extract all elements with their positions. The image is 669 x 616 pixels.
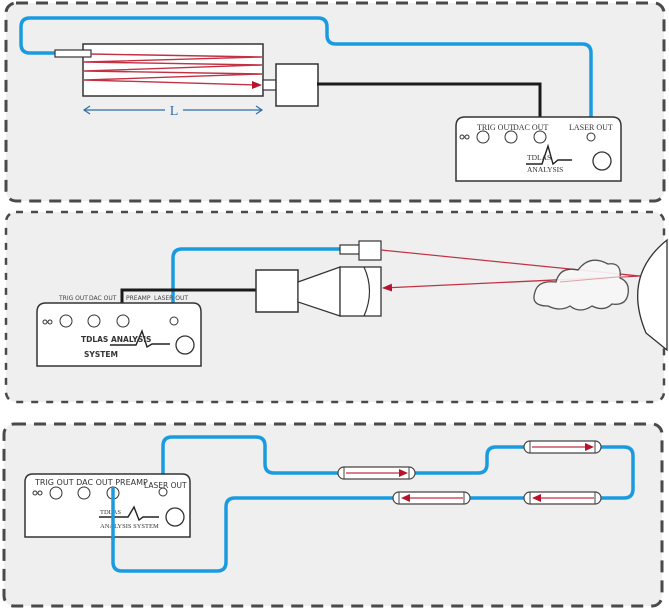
cell-window — [262, 79, 278, 91]
indicator-led — [464, 134, 470, 140]
gas-cell-1 — [337, 466, 416, 480]
power-knob[interactable] — [175, 335, 195, 355]
port-label-laser-out: LASER OUT — [154, 295, 188, 302]
tdlas-analyzer: TRIG OUT DAC OUT PREAMP LASER OUT TDLAS … — [24, 473, 191, 538]
beam-arrow-icon — [532, 494, 541, 502]
dac-out-port[interactable] — [504, 130, 518, 144]
dac-out-port[interactable] — [87, 314, 101, 328]
port-label-laser-out: LASER OUT — [144, 481, 187, 490]
gas-cell-3 — [523, 491, 602, 505]
dac-out-connector-port[interactable] — [533, 130, 547, 144]
indicator-led — [47, 319, 53, 325]
port-label-trig-out: TRIG OUT — [477, 123, 514, 132]
port-label-dac-out: DAC OUT — [89, 295, 117, 302]
indicator-led — [32, 490, 38, 496]
panel-open-path: TRIG OUT DAC OUT PREAMP LASER OUT TDLAS … — [4, 210, 668, 404]
dac-out-port[interactable] — [77, 486, 91, 500]
preamp-port[interactable] — [116, 314, 130, 328]
signal-waveform-icon — [110, 328, 170, 349]
fiber-cable — [161, 435, 338, 492]
detector-box — [255, 269, 299, 313]
brand-line-2: SYSTEM — [84, 350, 118, 359]
signal-waveform-icon — [99, 505, 159, 522]
signal-waveform-icon — [526, 143, 572, 166]
indicator-led — [42, 319, 48, 325]
telescope-lens-housing — [339, 266, 382, 317]
panel-multipass-cell: L TRIG OUT DAC OUT LASER OUT TDLAS ANALY… — [4, 1, 666, 203]
transmitter-head — [358, 240, 382, 261]
port-label-trig-dac-preamp: TRIG OUT DAC OUT PREAMP — [34, 478, 148, 487]
beam-arrow-icon — [399, 469, 408, 477]
brand-line-2: ANALYSIS — [527, 165, 563, 174]
port-label-preamp: PREAMP — [126, 295, 151, 302]
trig-out-port[interactable] — [59, 314, 73, 328]
detector-box — [275, 63, 319, 107]
brand-line-1: TDLAS ANALYSIS — [81, 335, 151, 344]
brand-line-2: ANALYSIS SYSTEM — [100, 523, 159, 530]
length-dimension — [82, 105, 264, 115]
beam-arrow-icon — [401, 494, 410, 502]
laser-out-port[interactable] — [158, 487, 168, 497]
indicator-led — [37, 490, 43, 496]
fiber-cable — [111, 487, 394, 573]
port-label-laser-out: LASER OUT — [569, 123, 613, 132]
brand-line-1: TDLAS — [100, 509, 121, 516]
panel-border — [2, 422, 664, 608]
port-label-trig-out: TRIG OUT — [58, 295, 88, 302]
port-label-dac-out: DAC OUT — [513, 123, 548, 132]
gas-cell-4 — [392, 491, 471, 505]
gas-cloud-icon — [533, 259, 629, 311]
beam-arrow-icon — [585, 443, 594, 451]
retroreflector — [637, 238, 668, 352]
fiber-cable — [19, 16, 593, 137]
panel-multi-cell-chain: TRIG OUT DAC OUT PREAMP LASER OUT TDLAS … — [2, 422, 664, 608]
fiber-cable — [171, 247, 340, 322]
trig-out-port[interactable] — [49, 486, 63, 500]
beam-through-cloud — [559, 275, 629, 283]
power-knob[interactable] — [592, 151, 612, 171]
length-label: L — [170, 104, 179, 119]
power-knob[interactable] — [165, 507, 185, 527]
fiber-cable — [600, 445, 635, 500]
lens-icon — [363, 266, 371, 317]
beam-arrow-icon — [252, 81, 262, 89]
trig-out-port[interactable] — [476, 130, 490, 144]
multipass-beam — [83, 53, 263, 86]
indicator-led — [459, 134, 465, 140]
fiber-cable — [414, 445, 524, 475]
fiber-collimator — [54, 49, 92, 58]
gas-cell-2 — [523, 440, 602, 454]
tdlas-analyzer: TRIG OUT DAC OUT PREAMP LASER OUT TDLAS … — [36, 295, 202, 367]
laser-out-port[interactable] — [586, 132, 596, 142]
tdlas-analyzer: TRIG OUT DAC OUT LASER OUT TDLAS ANALYSI… — [455, 116, 622, 182]
laser-out-port[interactable] — [169, 316, 179, 326]
fiber-collimator — [339, 244, 361, 255]
brand-line-1: TDLAS — [527, 153, 551, 162]
